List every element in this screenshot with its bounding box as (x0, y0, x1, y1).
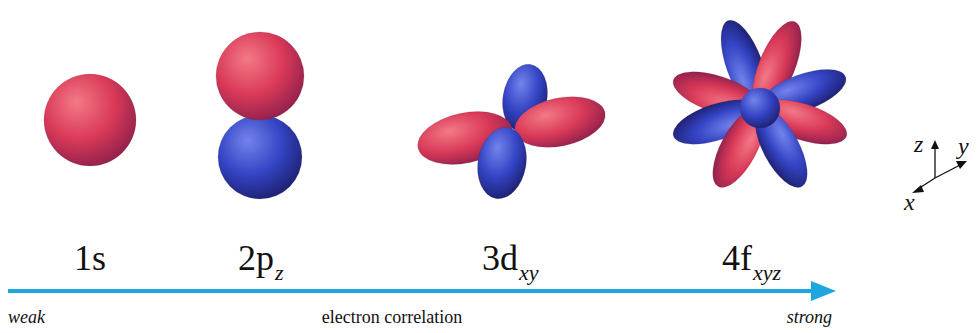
scale-end-label: strong (787, 308, 832, 326)
orbital-name: 2p (238, 240, 274, 276)
arrow-head (811, 281, 836, 301)
axis-label: x (904, 190, 915, 214)
axis-title: electron correlation (322, 308, 462, 326)
orbital-name: 1s (74, 240, 106, 276)
p-lobe (216, 32, 304, 120)
orbital-subscript: xy (519, 262, 539, 284)
axis-label: z (914, 132, 923, 156)
orbital-name: 3d (482, 240, 518, 276)
d-lobe (472, 123, 532, 202)
f-orbital (668, 14, 852, 195)
orbital-name: 4f (722, 240, 752, 276)
orbital-subscript: z (275, 262, 284, 284)
trend-arrow (8, 289, 815, 293)
axis-label: y (958, 134, 969, 158)
s-orbital (44, 74, 136, 166)
scale-end-label: weak (8, 308, 45, 326)
p-lobe (218, 115, 302, 199)
orbital-subscript: xyz (753, 262, 781, 284)
